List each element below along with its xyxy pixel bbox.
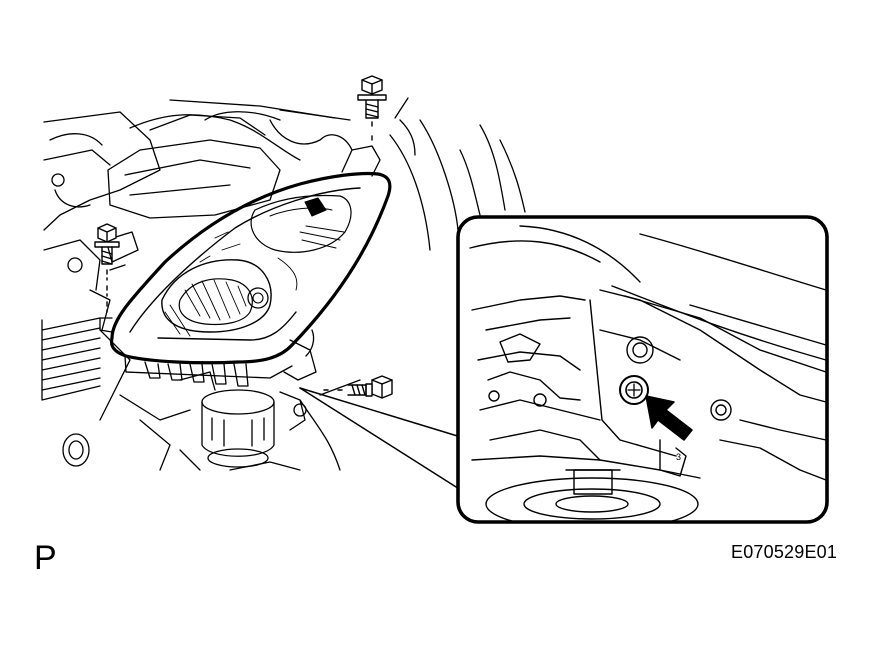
view-code-label: P xyxy=(34,539,57,577)
headlight-outline xyxy=(109,171,392,365)
upper-bolt-icon xyxy=(357,75,387,145)
svg-text:3: 3 xyxy=(676,452,681,462)
figure-id-label: E070529E01 xyxy=(731,542,838,562)
detail-inset: 3 xyxy=(456,215,829,524)
headlight-assembly xyxy=(99,145,392,387)
arrow-icon xyxy=(645,395,693,441)
callout-leader xyxy=(299,387,465,493)
left-bolt-icon xyxy=(94,223,120,313)
lower-bolt-icon xyxy=(319,375,393,399)
engine-bay-background xyxy=(41,97,526,471)
